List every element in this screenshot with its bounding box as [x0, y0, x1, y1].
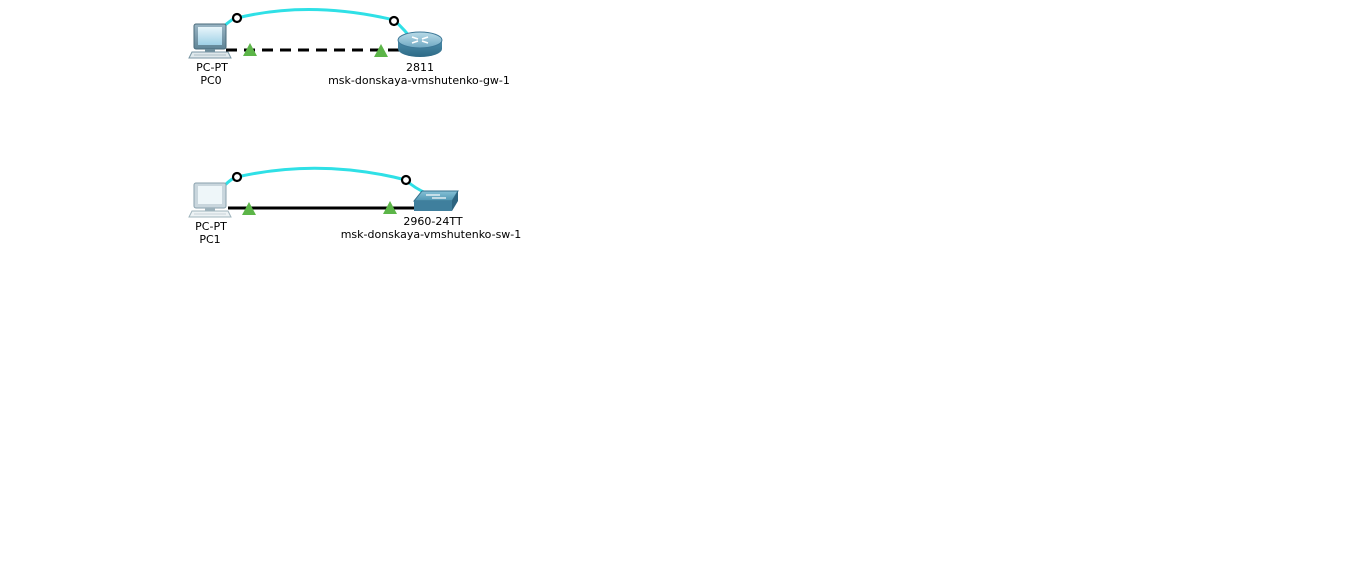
console-link-pc1-sw1[interactable] — [222, 166, 429, 196]
console-port-icon — [231, 12, 243, 24]
link-up-triangle-icon — [242, 202, 256, 215]
console-port-icon — [400, 174, 412, 186]
pc-icon — [188, 182, 232, 218]
device-name-label: msk-donskaya-vmshutenko-sw-1 — [341, 228, 522, 241]
router-icon — [397, 31, 443, 57]
device-router-gw1[interactable]: 2811 msk-donskaya-vmshutenko-gw-1 — [328, 31, 510, 87]
device-name-label: msk-donskaya-vmshutenko-gw-1 — [328, 74, 510, 87]
device-switch-sw1[interactable]: 2960-24TT msk-donskaya-vmshutenko-sw-1 — [341, 190, 522, 241]
console-port-icon — [231, 171, 243, 183]
device-name-label: PC1 — [199, 233, 220, 246]
device-pc1[interactable]: PC-PT PC1 — [188, 182, 232, 246]
console-link-pc0-gw1[interactable] — [223, 7, 416, 43]
device-model-label: PC-PT — [195, 220, 227, 233]
link-up-triangle-icon — [243, 43, 257, 56]
link-up-triangle-icon — [383, 201, 397, 214]
device-model-label: 2811 — [406, 61, 434, 74]
device-pc0[interactable]: PC-PT PC0 — [188, 23, 232, 87]
console-port-icon — [388, 15, 400, 27]
device-model-label: PC-PT — [196, 61, 228, 74]
switch-icon — [412, 190, 459, 211]
device-model-label: 2960-24TT — [403, 215, 462, 228]
link-up-triangle-icon — [374, 44, 388, 57]
pc-icon — [188, 23, 232, 59]
device-name-label: PC0 — [200, 74, 221, 87]
